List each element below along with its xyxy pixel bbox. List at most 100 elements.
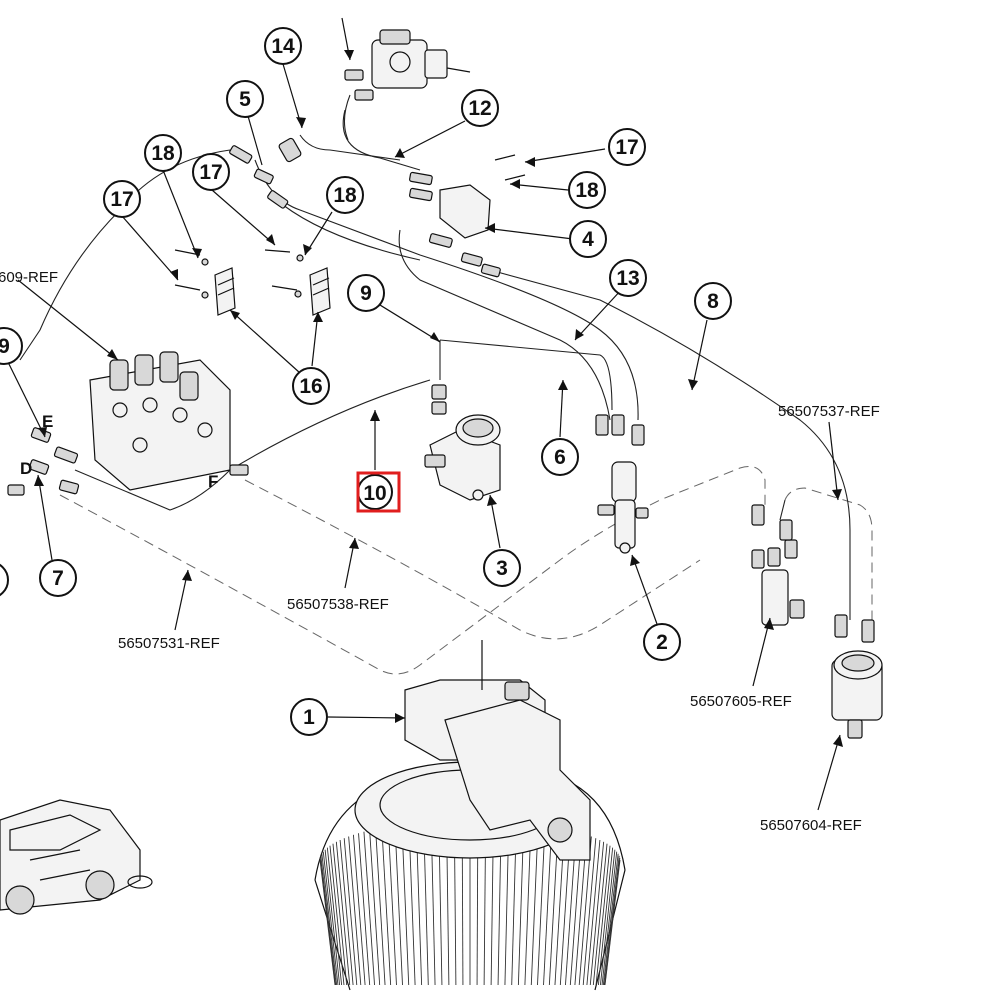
brush-bristle [604, 859, 621, 986]
ref-label-56507538: 56507538-REF [287, 596, 389, 613]
callout-3: 3 [483, 549, 521, 587]
svg-text:9: 9 [360, 282, 372, 305]
brush-bristle [601, 851, 618, 986]
svg-text:1: 1 [303, 706, 315, 729]
ref-label-56507605: 56507605-REF [690, 693, 792, 710]
ref-label-56507537: 56507537-REF [778, 403, 880, 420]
bolts-and-washers [174, 249, 304, 299]
callout-8: 8 [694, 282, 732, 320]
callout-17-left: 17 [103, 180, 141, 218]
svg-text:10: 10 [363, 482, 386, 505]
callout-14: 14 [264, 27, 302, 65]
brush-bristle [322, 851, 339, 986]
callout-10-highlight-box [356, 471, 401, 513]
callout-6: 6 [541, 438, 579, 476]
svg-text:18: 18 [575, 179, 599, 202]
callout-7: 7 [39, 559, 77, 597]
brush-bristle [592, 843, 608, 986]
callout-1: 1 [290, 698, 328, 736]
port-letter-e: E [42, 412, 53, 431]
callout-16: 16 [292, 367, 330, 405]
svg-text:18: 18 [333, 184, 357, 207]
svg-text:13: 13 [616, 267, 639, 290]
callout-9-left: 9 [0, 327, 23, 365]
valve-2 [595, 414, 649, 554]
brush-bristle [348, 836, 362, 986]
brush-bristle [578, 836, 592, 986]
brush-bristle [324, 849, 341, 986]
right-motor [831, 614, 883, 739]
ref-label-56507604: 56507604-REF [760, 817, 862, 834]
brush-bristle [321, 853, 338, 986]
brush-bristle [589, 841, 605, 986]
brush-bristle [343, 838, 358, 986]
brush-bristle [352, 834, 366, 986]
brush-bristle [582, 838, 597, 986]
brush-bristle [602, 853, 619, 986]
port-letter-d: D [20, 459, 32, 478]
callout-10: 10 [357, 474, 393, 510]
brush-bristle [381, 827, 392, 986]
brush-bristle [530, 824, 539, 986]
brush-bristle [543, 826, 553, 986]
svg-text:17: 17 [199, 161, 222, 184]
port-letter-f: F [208, 472, 218, 491]
callout-18-left: 18 [144, 134, 182, 172]
right-valve [751, 504, 805, 626]
callout-18-mid: 18 [326, 176, 364, 214]
svg-text:17: 17 [110, 188, 133, 211]
ref-label-56507531: 56507531-REF [118, 635, 220, 652]
svg-text:9: 9 [0, 335, 10, 358]
callout-9: 9 [347, 274, 385, 312]
brush-bristle [599, 849, 616, 986]
svg-text:17: 17 [615, 136, 638, 159]
brush-bristle [597, 847, 614, 986]
svg-text:18: 18 [151, 142, 175, 165]
svg-text:4: 4 [582, 228, 594, 251]
brush-bristle [339, 839, 354, 986]
svg-text:8: 8 [707, 290, 719, 313]
brush-bristle [329, 845, 345, 986]
brush-bristle [387, 826, 397, 986]
callout-4: 4 [569, 220, 607, 258]
brush-bristle [537, 825, 546, 986]
leader-lines [5, 17, 843, 811]
svg-text:16: 16 [299, 375, 322, 398]
dashed-reference-hoses [59, 466, 873, 675]
brush-bristle [369, 830, 381, 986]
brush-bristle [595, 845, 611, 986]
brush-bristle [335, 841, 351, 986]
ref-label-609: 609-REF [0, 269, 58, 286]
brush-bristle [326, 847, 343, 986]
motor-3 [424, 384, 501, 501]
brush-bristle [586, 839, 601, 986]
callout-partial-left [0, 563, 9, 597]
callout-13: 13 [609, 259, 647, 297]
brush-bristle [358, 833, 371, 986]
svg-text:14: 14 [271, 35, 295, 58]
brush-bristle [319, 857, 336, 986]
svg-text:5: 5 [239, 88, 251, 111]
svg-text:2: 2 [656, 631, 668, 654]
sweeper-machine-illustration [0, 799, 153, 915]
brush-bristle [375, 828, 386, 986]
brush-bristle [394, 825, 403, 986]
callout-18-right: 18 [568, 171, 606, 209]
svg-text:7: 7 [52, 567, 64, 590]
top-pump [344, 29, 471, 101]
brush-bristle [603, 855, 620, 986]
top-fittings [229, 137, 526, 278]
callout-5: 5 [226, 80, 264, 118]
side-brush-assembly [314, 640, 626, 991]
brush-bristle [401, 824, 410, 986]
svg-text:3: 3 [496, 557, 508, 580]
spacer-blocks [214, 267, 331, 316]
svg-text:6: 6 [554, 446, 566, 469]
callout-17-mid: 17 [192, 153, 230, 191]
callout-2: 2 [643, 623, 681, 661]
callout-12: 12 [461, 89, 499, 127]
callout-17-right: 17 [608, 128, 646, 166]
brush-bristle [332, 843, 348, 986]
brush-bristle [363, 831, 375, 986]
